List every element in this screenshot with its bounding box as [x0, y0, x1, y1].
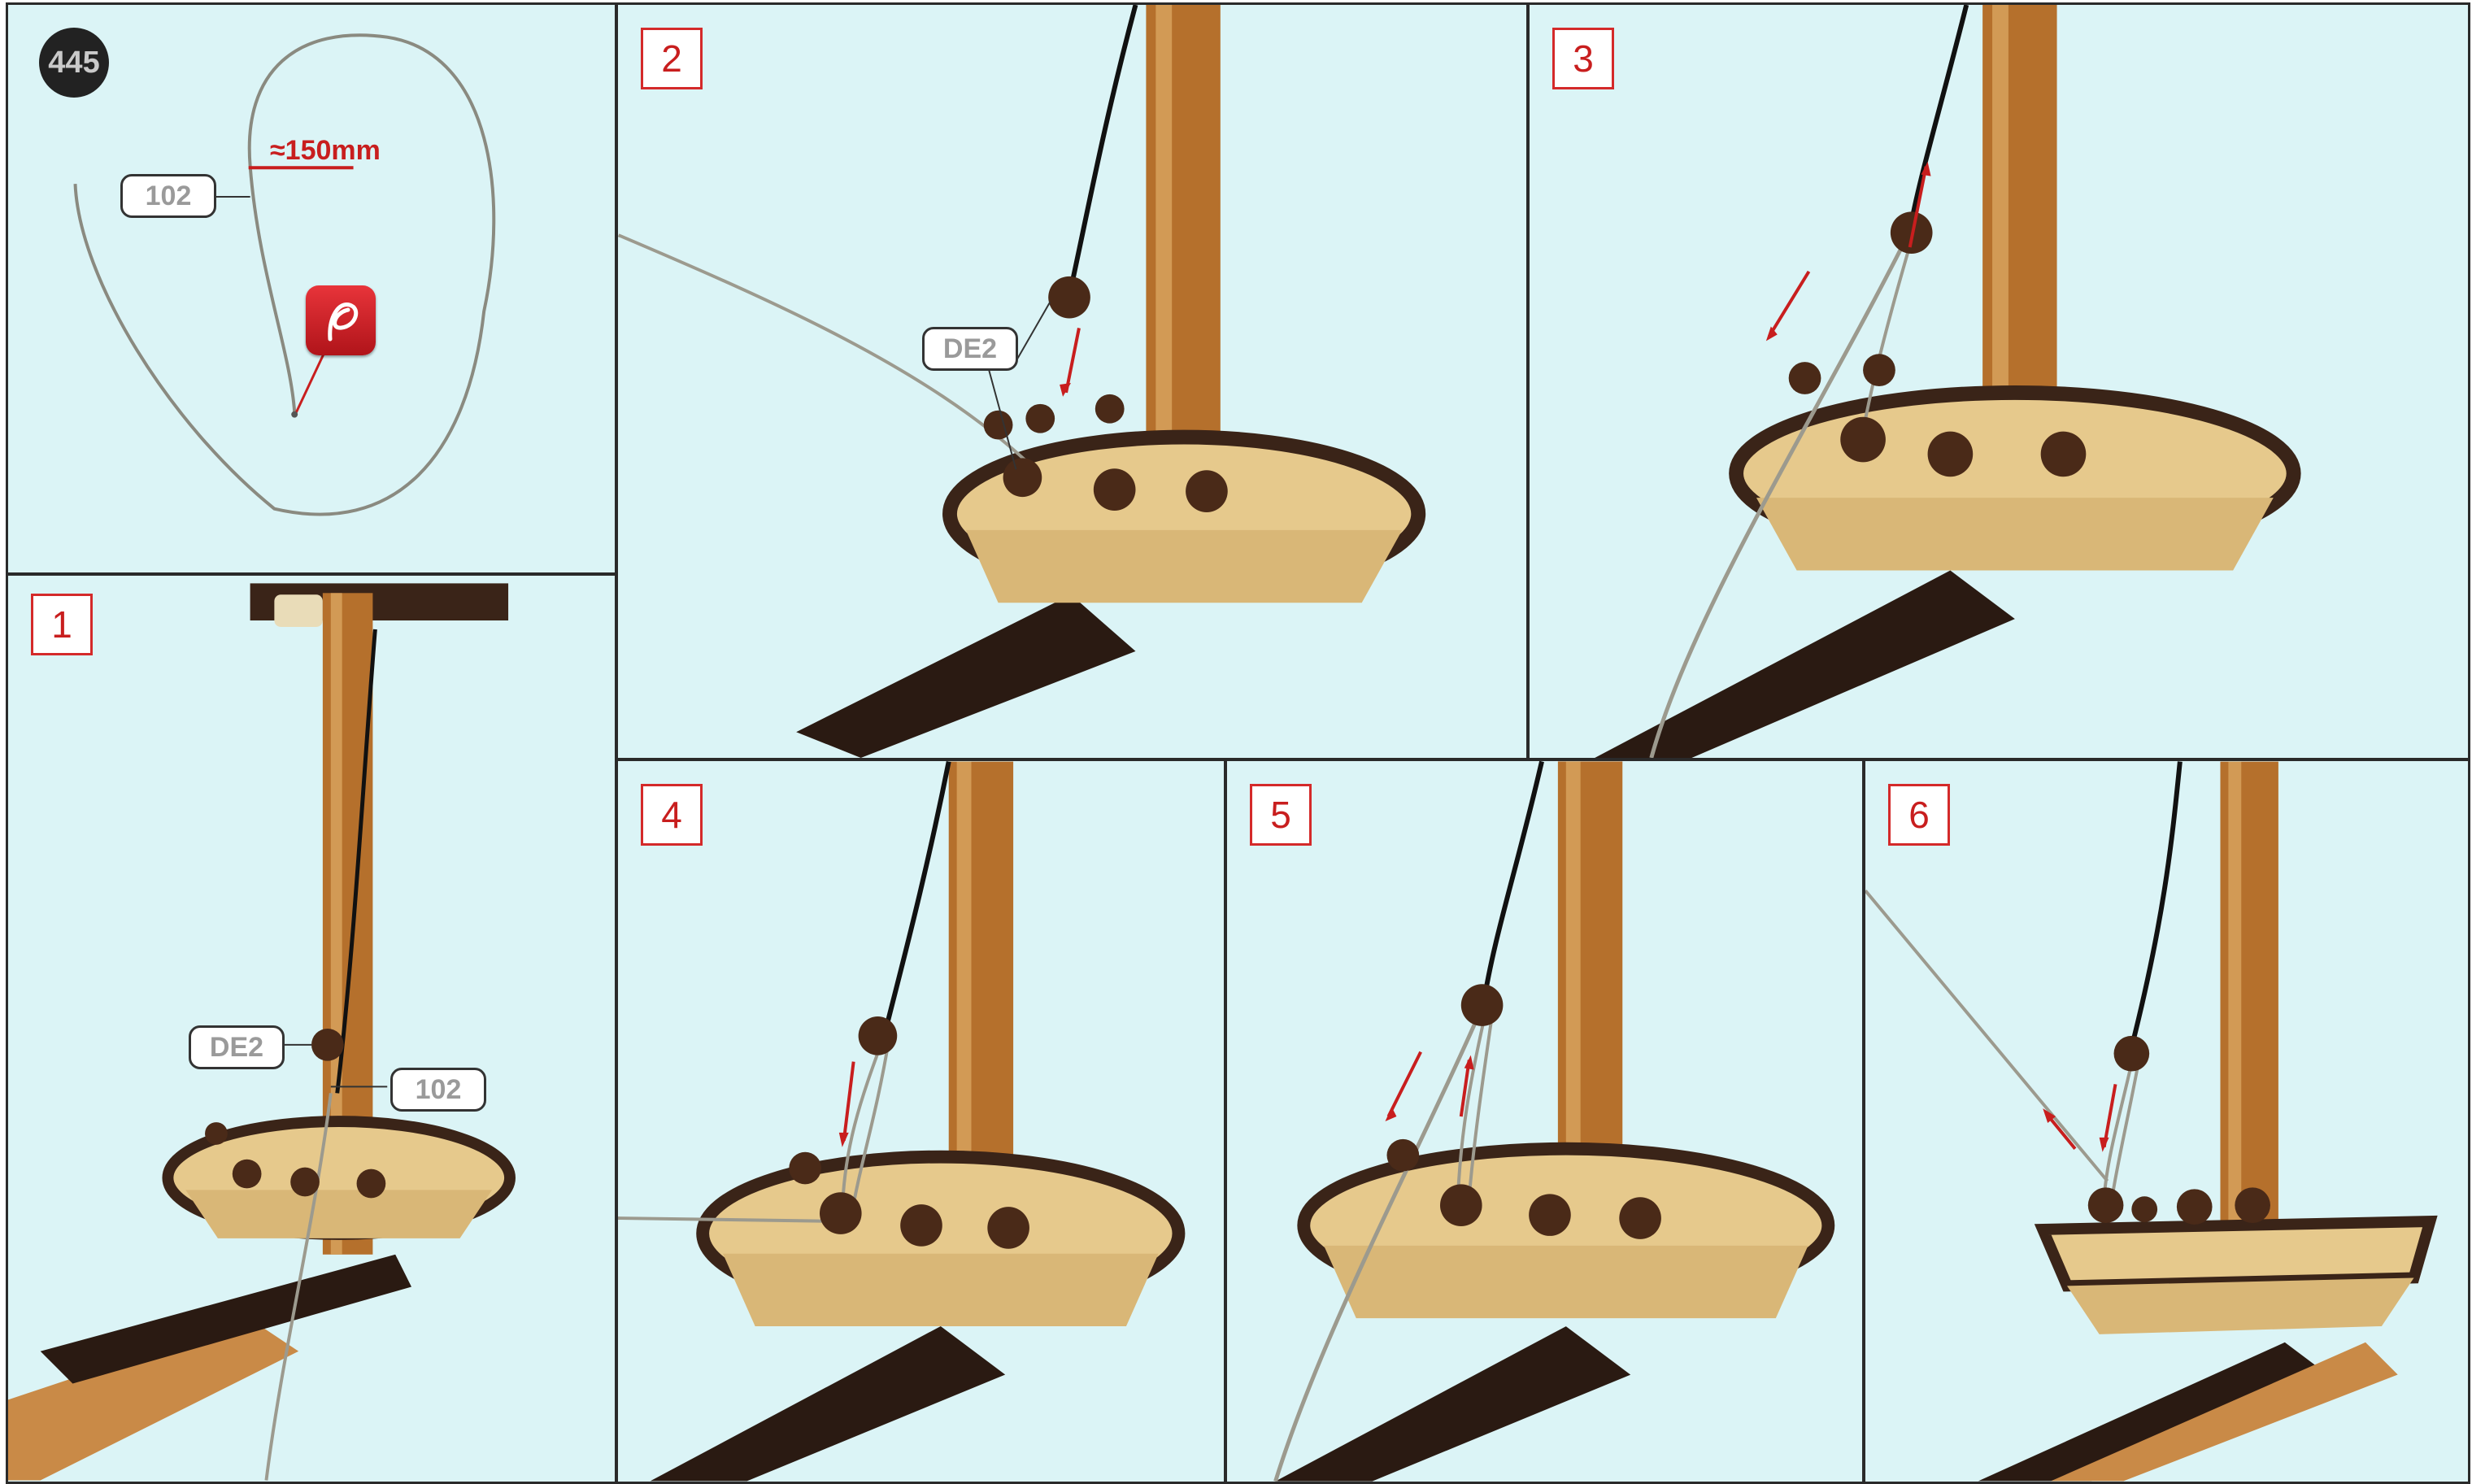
- step-4-photo: [618, 761, 1224, 1482]
- step-2-panel: 2 DE2: [616, 2, 1529, 760]
- red-arrow: [1066, 328, 1079, 392]
- step-5-photo: [1227, 761, 1862, 1482]
- red-arrow: [1388, 1052, 1421, 1116]
- part-label-102: 102: [120, 174, 216, 218]
- step-2-photo: [618, 5, 1526, 758]
- step-3-panel: 3: [1527, 2, 2470, 760]
- part-label-de2: DE2: [922, 327, 1018, 371]
- step-number-1: 1: [31, 594, 93, 655]
- step-1-photo: [8, 576, 615, 1482]
- step-6-photo: [1865, 761, 2468, 1482]
- step-number-3: 3: [1552, 28, 1614, 89]
- step-5-panel: 5: [1225, 759, 1865, 1484]
- red-arrow: [1769, 272, 1809, 336]
- knot-icon: [306, 285, 376, 355]
- step-1-panel: 1 DE2 102: [6, 573, 617, 1484]
- step-6-panel: 6: [1863, 759, 2470, 1484]
- parts-panel: 445 ≈150mm 102: [6, 2, 617, 575]
- step-4-panel: 4: [616, 759, 1226, 1484]
- page-number-badge: 445: [39, 28, 109, 98]
- step-number-5: 5: [1250, 784, 1312, 846]
- step-number-6: 6: [1888, 784, 1950, 846]
- step-3-photo: [1530, 5, 2468, 758]
- part-label-102: 102: [390, 1068, 486, 1112]
- part-label-de2: DE2: [189, 1025, 285, 1069]
- step-number-2: 2: [641, 28, 703, 89]
- measurement-label: ≈150mm: [270, 135, 381, 167]
- step-number-4: 4: [641, 784, 703, 846]
